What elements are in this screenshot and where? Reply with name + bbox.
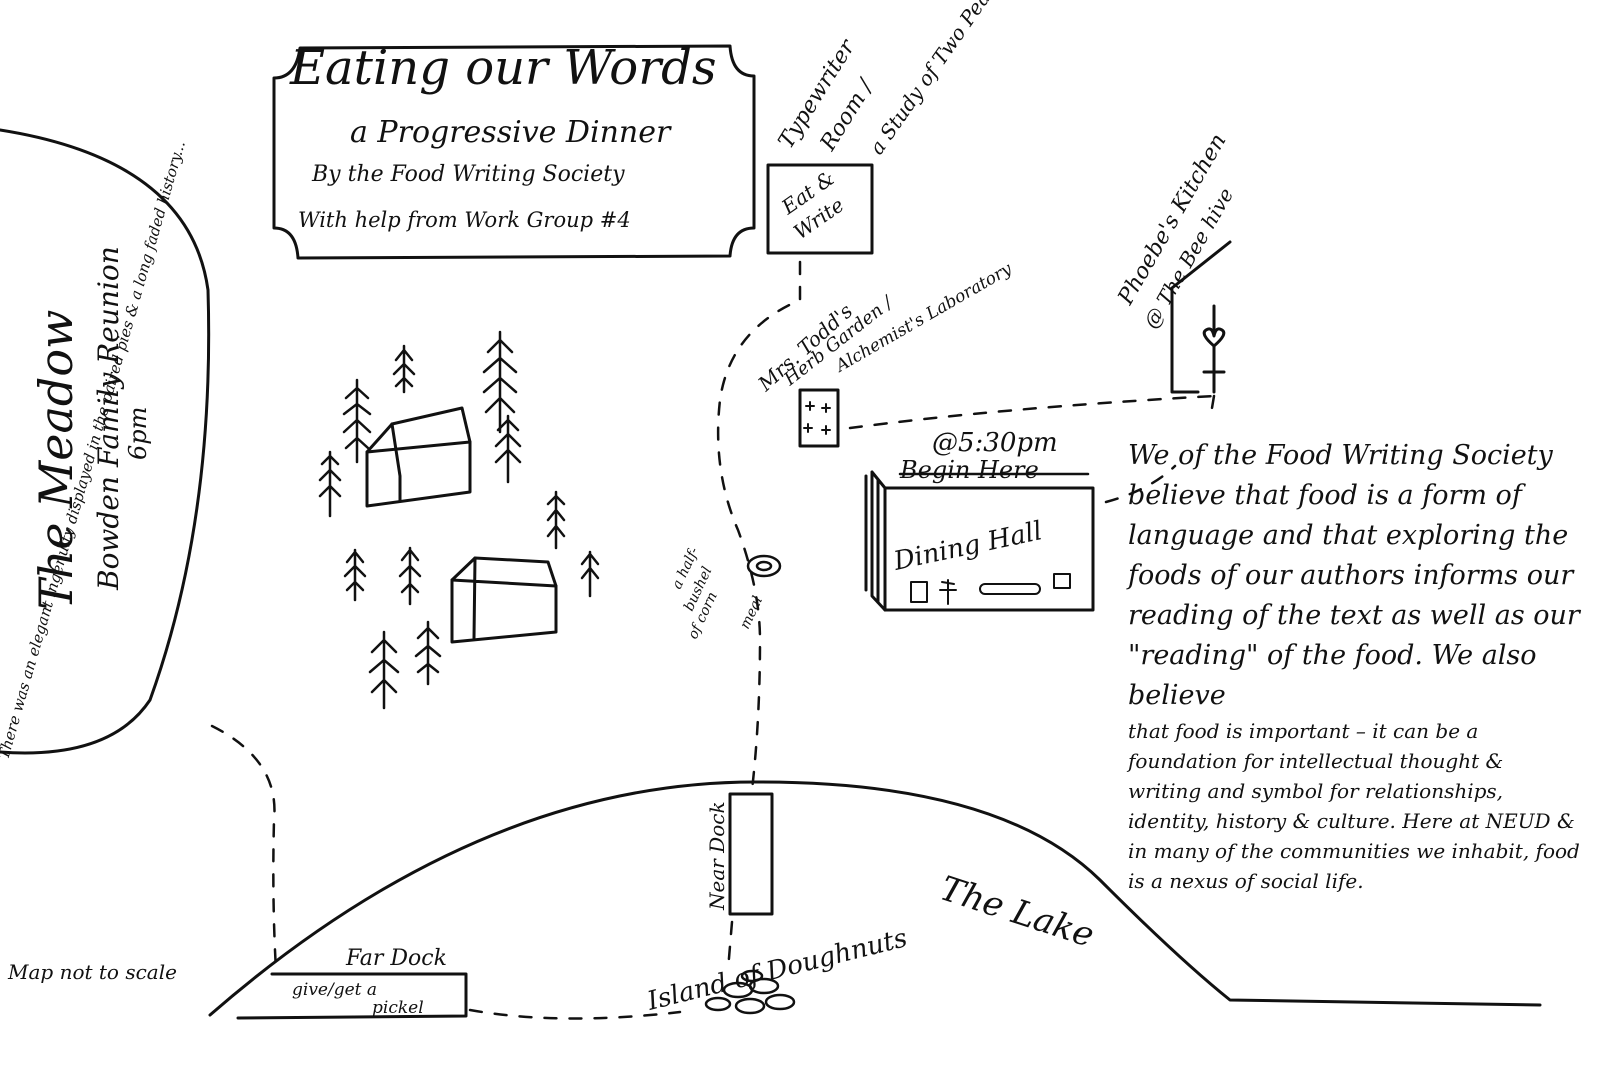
cabin-lower <box>450 556 558 644</box>
title-line4: With help from Work Group #4 <box>298 208 631 232</box>
pine-trees <box>318 330 600 710</box>
mission-main: We of the Food Writing Society believe t… <box>1128 440 1580 711</box>
near-dock <box>728 792 774 916</box>
reunion-label: Bowden Family Reunion <box>92 246 125 591</box>
scale-note: Map not to scale <box>8 960 177 984</box>
beehive-icon <box>1202 304 1226 394</box>
reunion-time-label: 6pm <box>124 407 152 460</box>
herb-sprouts <box>803 401 831 435</box>
corn-meal-bowl-icon <box>746 554 782 578</box>
far-dock <box>236 972 468 1020</box>
title-line1: Eating our Words <box>290 40 717 96</box>
begin-here-label: Begin Here <box>900 456 1039 484</box>
typewriter-label-line3: a Study of Two Pears <box>864 0 1006 159</box>
cabin-upper <box>365 406 472 508</box>
meadow-outline <box>0 128 211 755</box>
pickle-label-line1: give/get a <box>292 980 378 1000</box>
dashed-trails <box>210 260 1216 1020</box>
doughnuts-icon <box>704 969 796 1015</box>
dining-hall-label: Dining Hall <box>890 516 1045 577</box>
near-dock-label: Near Dock <box>705 801 729 911</box>
title-banner-frame <box>272 44 756 260</box>
meadow-label: The Meadow <box>29 310 83 610</box>
dining-hall-building <box>864 470 1095 612</box>
mission-statement: We of the Food Writing Society believe t… <box>1128 436 1580 896</box>
mission-tail: that food is important – it can be a fou… <box>1128 719 1580 893</box>
lake-label: The Lake <box>935 869 1099 956</box>
eat-write-box <box>766 163 874 255</box>
island-label: Island of Doughnuts <box>643 923 910 1017</box>
herb-garden-plot <box>798 388 840 448</box>
title-line2: a Progressive Dinner <box>350 115 671 150</box>
corn-label-line4: meal <box>737 594 766 632</box>
beehive-frame <box>1170 240 1232 394</box>
begin-time-label: @5:30pm <box>932 428 1058 458</box>
title-line3: By the Food Writing Society <box>312 162 625 187</box>
pickle-label-line2: pickel <box>372 998 424 1018</box>
far-dock-label: Far Dock <box>346 946 447 971</box>
lake-shore <box>208 780 1542 1017</box>
